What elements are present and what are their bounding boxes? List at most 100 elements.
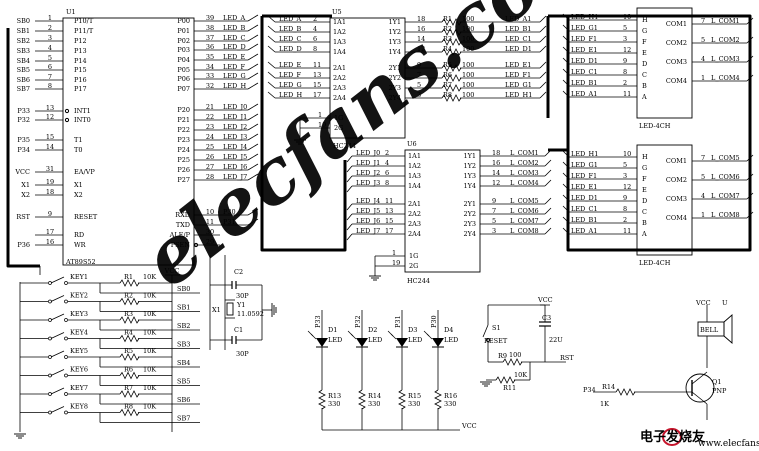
resistor-symbol: [441, 48, 462, 56]
buzzer-horn: [723, 314, 733, 344]
pin-number: 9: [623, 194, 627, 202]
pin-name: 1Y1: [388, 18, 401, 26]
resistor-value: 100: [462, 61, 474, 69]
pin-name: 1Y3: [388, 38, 401, 46]
net-label: L_COM8: [510, 227, 539, 235]
u5-ref: U5: [332, 8, 342, 16]
switch-contact: [64, 373, 68, 378]
net-label: LED_G1: [505, 81, 532, 89]
bus-entry: [267, 15, 276, 23]
pin-number: 16: [492, 159, 500, 167]
resistor-ref: R8: [443, 91, 452, 99]
resistor-value: 10K: [143, 384, 156, 392]
pin-name: P07: [177, 85, 190, 93]
bus-entry: [544, 169, 552, 177]
pin-name: 1A4: [408, 182, 421, 190]
bus-entry: [562, 227, 570, 235]
bus-entry: [346, 233, 353, 241]
bus-entry: [562, 216, 570, 224]
switch-contact: [64, 336, 68, 341]
net-label: LED_J3: [356, 179, 380, 187]
pin-number: 2: [623, 79, 627, 87]
net-label: LED_F: [279, 71, 302, 79]
pin-number: 15: [385, 217, 393, 225]
bus-entry: [539, 25, 547, 33]
pin-name: P12: [74, 37, 87, 45]
pin-number: 5: [623, 24, 627, 32]
net-label: LED_J2: [356, 169, 380, 177]
segment-name: D: [642, 60, 647, 68]
pin-number: 8: [623, 68, 627, 76]
pin-name: P23: [177, 136, 190, 144]
bus-entry: [539, 45, 547, 53]
resistor-value: 100: [462, 15, 474, 23]
pin-number: 7: [701, 154, 705, 162]
net-label: LED_C1: [571, 205, 598, 213]
pin-number: 14: [46, 143, 54, 151]
net-label: L_COM6: [510, 207, 539, 215]
pin-name: 2A4: [408, 230, 421, 238]
bus-entry: [247, 43, 259, 51]
pin-number: 12: [623, 183, 631, 191]
net-label: RST: [560, 354, 574, 362]
resistor-symbol: [119, 316, 140, 324]
resistor-ref: R5: [443, 61, 452, 69]
bus-entry: [267, 61, 276, 69]
pin-number: 8: [385, 179, 389, 187]
pin-number: 11: [623, 227, 631, 235]
pin-number: 10: [623, 13, 631, 21]
pin-name: 1Y1: [463, 152, 476, 160]
pin-number: 19: [46, 178, 54, 186]
net-label: P33: [314, 315, 322, 328]
diode-symbol: [396, 338, 408, 347]
resistor-ref: R2: [124, 292, 133, 300]
pin-name: 2Y4: [388, 94, 401, 102]
pin-number: 3: [48, 34, 52, 42]
resistor-ref: R2: [443, 25, 452, 33]
pin-name: 2Y1: [388, 64, 401, 72]
resistor-ref: R7: [443, 81, 452, 89]
pin-number: 10: [623, 150, 631, 158]
resistor-symbol: [502, 358, 523, 366]
pin-number: 10: [206, 208, 214, 216]
bus-entry: [746, 55, 754, 63]
resistor-symbol: [398, 389, 406, 410]
pin-number: 28: [206, 173, 214, 181]
bus-entry: [346, 203, 353, 211]
pin-name: 1Y2: [388, 28, 401, 36]
pin-name: P25: [177, 156, 190, 164]
pin-number: 2: [313, 15, 317, 23]
segment-name: E: [642, 186, 647, 194]
bus-entry: [746, 17, 754, 25]
pin-number: 13: [46, 104, 54, 112]
switch-lever: [50, 406, 65, 413]
pin-number: 30: [206, 228, 214, 236]
bus-entry: [247, 63, 259, 71]
pin-number: 33: [206, 72, 214, 80]
net-label: SB4: [17, 57, 30, 65]
pin-name: PSEN: [171, 241, 191, 249]
pin-name: 2Y2: [463, 210, 476, 218]
pin-number: 12: [417, 45, 425, 53]
resistor-ref: R4: [124, 329, 133, 337]
key-label: KEY3: [70, 310, 88, 318]
net-label: LED_C1: [571, 68, 598, 76]
pin-number: 39: [206, 14, 214, 22]
switch-contact: [64, 299, 68, 304]
net-label: P34: [17, 146, 30, 154]
pin-name: RD: [74, 231, 84, 239]
display-module-1-body: [636, 7, 693, 119]
switch-contact: [64, 355, 68, 359]
key-label: KEY4: [70, 329, 88, 337]
pin-number: 8: [48, 82, 52, 90]
resistor-symbol: [441, 84, 462, 92]
net-label: SB0: [17, 17, 30, 25]
led-label: LED: [408, 336, 422, 344]
